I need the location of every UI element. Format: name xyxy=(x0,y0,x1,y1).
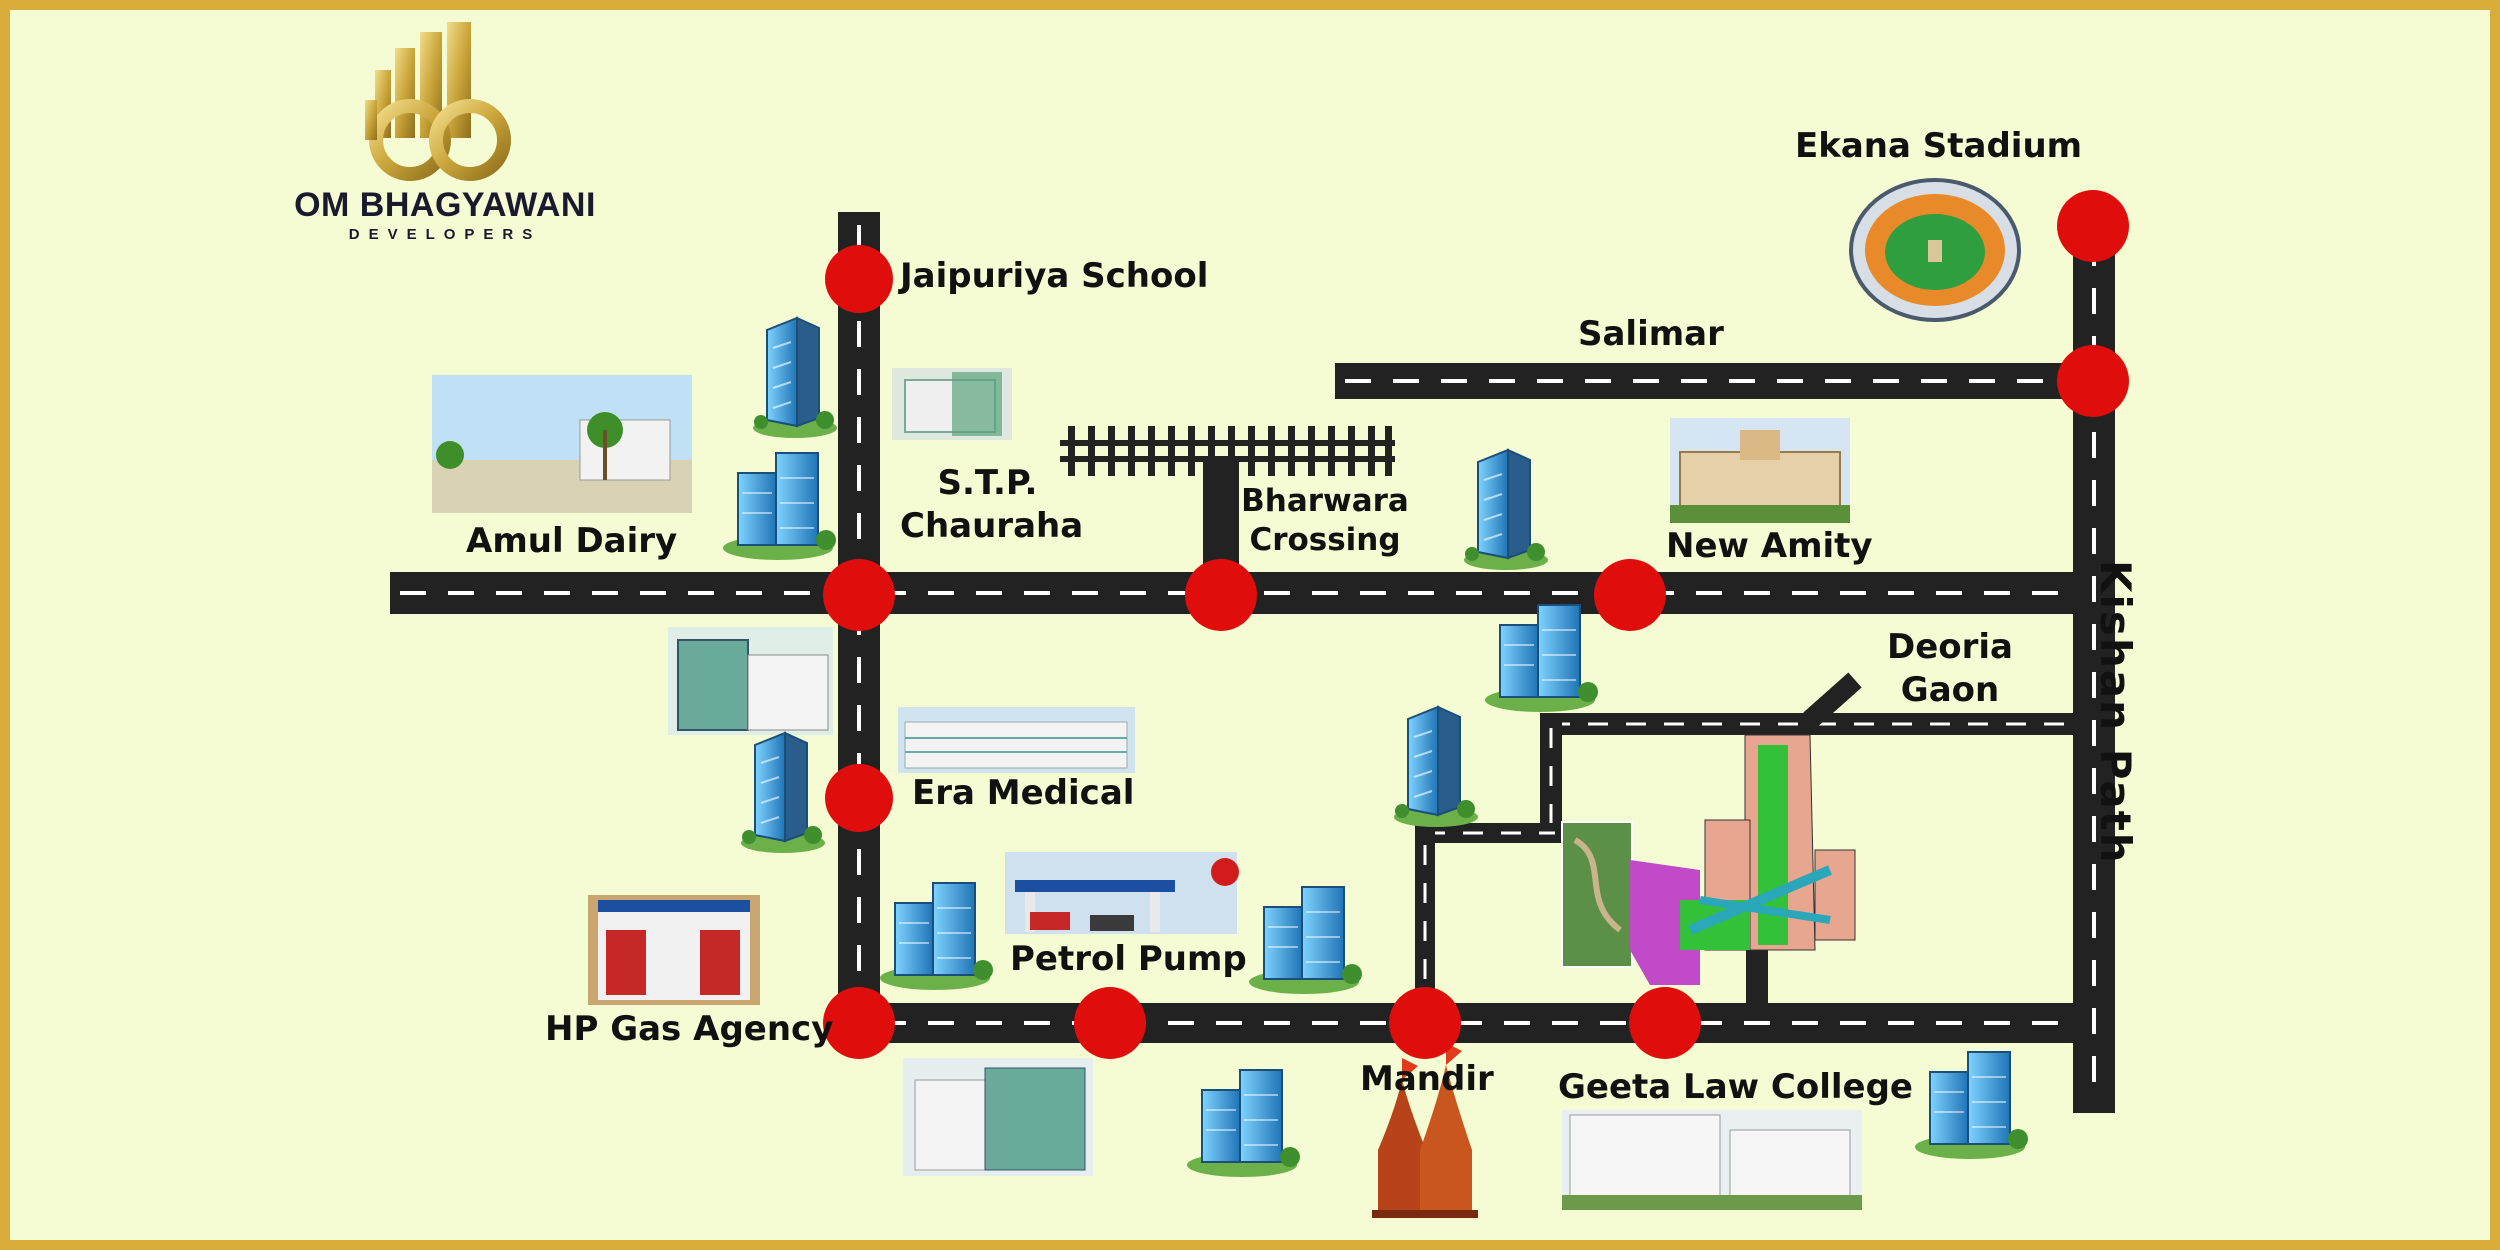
hospital-photo xyxy=(668,627,833,735)
label-hp-gas-agency: HP Gas Agency xyxy=(545,1009,834,1049)
label-era-medical: Era Medical xyxy=(912,773,1135,813)
marker-new-amity[interactable] xyxy=(1594,559,1666,631)
geeta-law-college-photo xyxy=(1562,1110,1862,1210)
label-stp-chauraha: S.T.P. Chauraha xyxy=(900,463,1084,546)
label-salimar: Salimar xyxy=(1578,314,1724,354)
stp-building-photo xyxy=(892,368,1012,440)
label-ekana-stadium: Ekana Stadium xyxy=(1795,126,2083,166)
marker-hp-gas-agency[interactable] xyxy=(823,987,895,1059)
label-jaipuriya-school: Jaipuriya School xyxy=(900,256,1209,296)
brand-tagline: DEVELOPERS xyxy=(348,226,542,243)
marker-era-medical[interactable] xyxy=(825,764,893,832)
hp-gas-agency-photo xyxy=(588,895,760,1005)
marker-geeta-law-college[interactable] xyxy=(1629,987,1701,1059)
label-petrol-pump: Petrol Pump xyxy=(1010,939,1247,979)
marker-petrol-pump[interactable] xyxy=(1074,987,1146,1059)
marker-jaipuriya-school[interactable] xyxy=(825,245,893,313)
label-geeta-law-college: Geeta Law College xyxy=(1558,1067,1913,1107)
petrol-pump-icon xyxy=(1005,852,1239,934)
label-kishan-path: Kishan Path xyxy=(2091,560,2140,865)
label-new-amity: New Amity xyxy=(1666,526,1873,566)
lower-hospital-photo xyxy=(903,1058,1093,1176)
marker-ekana-stadium[interactable] xyxy=(2057,190,2129,262)
new-amity-photo xyxy=(1670,418,1850,523)
marker-stp-chauraha[interactable] xyxy=(823,559,895,631)
era-medical-photo xyxy=(898,707,1135,773)
temple-icon xyxy=(1372,1043,1478,1218)
deoria-road xyxy=(1540,713,2080,735)
label-bharwara-crossing: Bharwara Crossing xyxy=(1241,483,1409,558)
logo-icon xyxy=(365,22,511,181)
label-amul-dairy: Amul Dairy xyxy=(466,521,678,561)
location-markers xyxy=(823,190,2129,1059)
brand-name: OM BHAGYAWANI xyxy=(294,186,596,224)
site-plan-icon xyxy=(1561,734,1856,985)
marker-salimar[interactable] xyxy=(2057,345,2129,417)
marker-mandir[interactable] xyxy=(1389,987,1461,1059)
label-mandir: Mandir xyxy=(1360,1059,1494,1099)
amul-dairy-photo xyxy=(432,375,692,513)
railway-track-icon xyxy=(1060,426,1395,476)
stadium-icon xyxy=(1849,178,2021,322)
marker-bharwara-crossing[interactable] xyxy=(1185,559,1257,631)
label-deoria-gaon: Deoria Gaon xyxy=(1886,627,2013,710)
